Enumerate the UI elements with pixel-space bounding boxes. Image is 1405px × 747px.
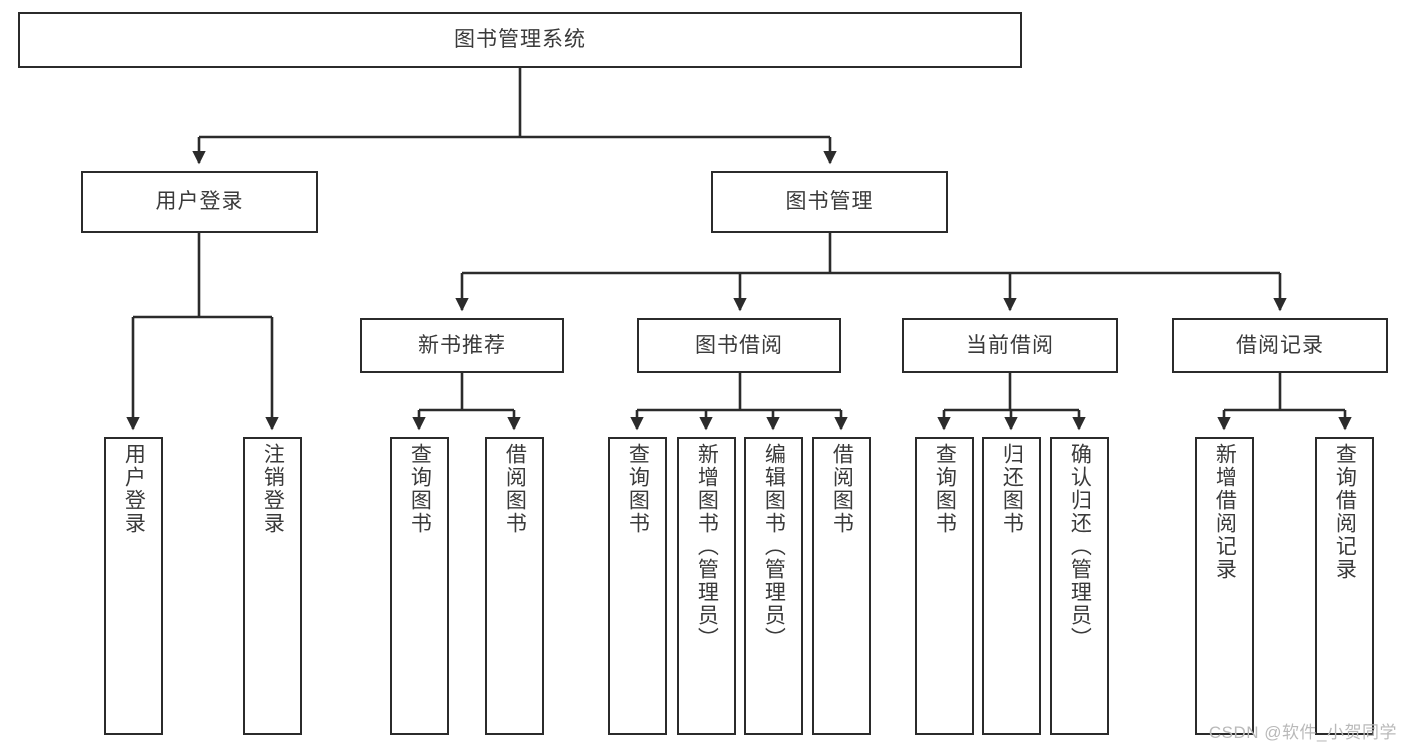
node-book-management[interactable]: 图书管理 xyxy=(711,171,948,233)
watermark-text: CSDN @软件_小贺同学 xyxy=(1208,723,1397,742)
leaf-user-login-signout[interactable]: 注销登录 xyxy=(243,437,302,735)
leaf-user-login-signin[interactable]: 用户登录 xyxy=(104,437,163,735)
leaf-borrow-borrow-book[interactable]: 借阅图书 xyxy=(812,437,871,735)
leaf-borrow-add-book[interactable]: 新增图书（管理员） xyxy=(677,437,736,735)
leaf-label: 查询图书 xyxy=(408,443,432,535)
node-current-borrow[interactable]: 当前借阅 xyxy=(902,318,1118,373)
leaf-label: 注销登录 xyxy=(261,443,285,535)
leaf-label: 确认归还（管理员） xyxy=(1068,443,1092,650)
node-book-borrow[interactable]: 图书借阅 xyxy=(637,318,841,373)
node-user-login[interactable]: 用户登录 xyxy=(81,171,318,233)
leaf-label: 用户登录 xyxy=(122,443,146,535)
leaf-borrow-query-book[interactable]: 查询图书 xyxy=(608,437,667,735)
leaf-label: 新增借阅记录 xyxy=(1213,443,1237,581)
leaf-label: 借阅图书 xyxy=(830,443,854,535)
leaf-recommend-borrow-book[interactable]: 借阅图书 xyxy=(485,437,544,735)
leaf-borrow-edit-book[interactable]: 编辑图书（管理员） xyxy=(744,437,803,735)
leaf-label: 编辑图书（管理员） xyxy=(762,443,786,650)
leaf-current-confirm-return[interactable]: 确认归还（管理员） xyxy=(1050,437,1109,735)
node-borrow-record[interactable]: 借阅记录 xyxy=(1172,318,1388,373)
leaf-label: 归还图书 xyxy=(1000,443,1024,535)
node-current-borrow-label: 当前借阅 xyxy=(966,333,1054,357)
node-root-label: 图书管理系统 xyxy=(454,28,586,52)
node-borrow-record-label: 借阅记录 xyxy=(1236,333,1324,357)
leaf-label: 查询借阅记录 xyxy=(1333,443,1357,581)
node-user-login-label: 用户登录 xyxy=(155,190,244,214)
leaf-record-query-record[interactable]: 查询借阅记录 xyxy=(1315,437,1374,735)
leaf-label: 查询图书 xyxy=(626,443,650,535)
node-book-management-label: 图书管理 xyxy=(785,190,874,214)
leaf-label: 借阅图书 xyxy=(503,443,527,535)
node-root-system[interactable]: 图书管理系统 xyxy=(18,12,1022,68)
node-new-book-recommend-label: 新书推荐 xyxy=(418,333,506,357)
leaf-current-query-book[interactable]: 查询图书 xyxy=(915,437,974,735)
leaf-record-add-record[interactable]: 新增借阅记录 xyxy=(1195,437,1254,735)
leaf-label: 新增图书（管理员） xyxy=(695,443,719,650)
node-book-borrow-label: 图书借阅 xyxy=(695,333,783,357)
leaf-recommend-query-book[interactable]: 查询图书 xyxy=(390,437,449,735)
leaf-label: 查询图书 xyxy=(933,443,957,535)
node-new-book-recommend[interactable]: 新书推荐 xyxy=(360,318,564,373)
leaf-current-return-book[interactable]: 归还图书 xyxy=(982,437,1041,735)
